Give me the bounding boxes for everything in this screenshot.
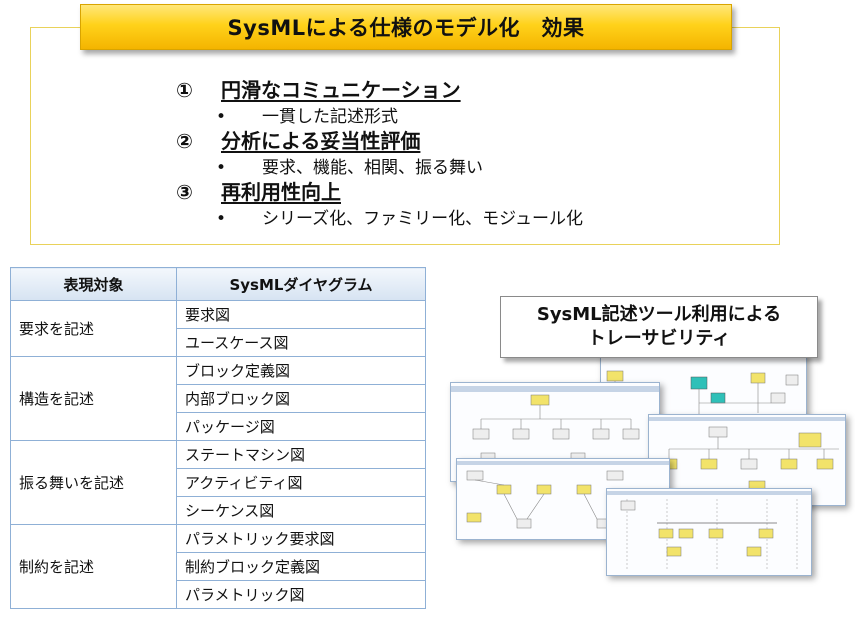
bullet: •: [216, 107, 227, 127]
table-row: 制約ブロック定義図: [11, 552, 426, 581]
table-row: アクティビティ図: [11, 468, 426, 497]
table-row: 構造を記述 ブロック定義図: [10, 356, 426, 441]
diagram-screenshot-5: [606, 488, 812, 576]
traceability-label: SysML記述ツール利用による トレーサビリティ: [500, 296, 818, 358]
diagram-cell: ブロック定義図: [176, 356, 426, 385]
traceability-label-line2: トレーサビリティ: [587, 328, 731, 349]
diagram-cell: パラメトリック要求図: [176, 524, 426, 553]
diagram-cell: 要求図: [176, 300, 426, 329]
diagram-cell: 制約ブロック定義図: [176, 552, 426, 581]
page-title: SysMLによる仕様のモデル化 効果: [80, 4, 732, 50]
effect-number: ③: [176, 180, 193, 204]
target-cell: 振る舞いを記述: [10, 440, 177, 525]
effect-title: 分析による妥当性評価: [221, 129, 421, 153]
traceability-label-line1: SysML記述ツール利用による: [536, 304, 782, 325]
diagram-thumbnail: [451, 386, 659, 463]
effect-detail: 要求、機能、相関、振る舞い: [262, 158, 483, 178]
column-header-diagram: SysMLダイヤグラム: [176, 267, 426, 301]
diagram-thumbnail: [457, 461, 669, 529]
effects-box: ① 円滑なコミュニケーション • 一貫した記述形式 ② 分析による妥当性評価 •…: [30, 27, 780, 245]
diagram-cell: アクティビティ図: [176, 468, 426, 497]
effect-title: 再利用性向上: [221, 180, 341, 204]
sysml-diagram-table: 表現対象 SysMLダイヤグラム 要求を記述 要求図 ユースケース図 構造を記述…: [10, 267, 426, 609]
effect-number: ①: [176, 78, 193, 102]
diagram-cell: シーケンス図: [176, 496, 426, 525]
target-cell: 構造を記述: [10, 356, 177, 441]
effect-detail: 一貫した記述形式: [262, 107, 398, 127]
diagram-cell: パラメトリック図: [176, 580, 426, 609]
table-row: 要求を記述 要求図: [10, 300, 426, 357]
diagram-cell: ユースケース図: [176, 328, 426, 357]
target-cell: 制約を記述: [10, 524, 177, 609]
diagram-cell: パッケージ図: [176, 412, 426, 441]
bullet: •: [216, 209, 227, 229]
diagram-cell: ステートマシン図: [176, 440, 426, 469]
effect-item: ③ 再利用性向上 • シリーズ化、ファミリー化、モジュール化: [176, 176, 583, 229]
table-row: 制約を記述 パラメトリック要求図: [10, 524, 426, 609]
diagram-cell: 内部ブロック図: [176, 384, 426, 413]
effects-list: ① 円滑なコミュニケーション • 一貫した記述形式 ② 分析による妥当性評価 •…: [176, 74, 583, 229]
table-row: 振る舞いを記述 ステートマシン図: [10, 440, 426, 525]
table-row: パラメトリック図: [11, 580, 426, 609]
column-header-target: 表現対象: [10, 267, 177, 301]
table-header-row: 表現対象 SysMLダイヤグラム: [10, 267, 426, 301]
effect-number: ②: [176, 129, 193, 153]
target-cell: 要求を記述: [10, 300, 177, 357]
effect-title: 円滑なコミュニケーション: [221, 78, 461, 102]
effect-item: ② 分析による妥当性評価 • 要求、機能、相関、振る舞い: [176, 125, 583, 178]
bullet: •: [216, 158, 227, 178]
effect-item: ① 円滑なコミュニケーション • 一貫した記述形式: [176, 74, 583, 127]
diagram-thumbnail: [607, 491, 811, 569]
table-row: シーケンス図: [11, 496, 426, 525]
table-row: 内部ブロック図: [11, 384, 426, 413]
effect-detail: シリーズ化、ファミリー化、モジュール化: [262, 209, 583, 229]
table-row: ユースケース図: [11, 328, 426, 357]
